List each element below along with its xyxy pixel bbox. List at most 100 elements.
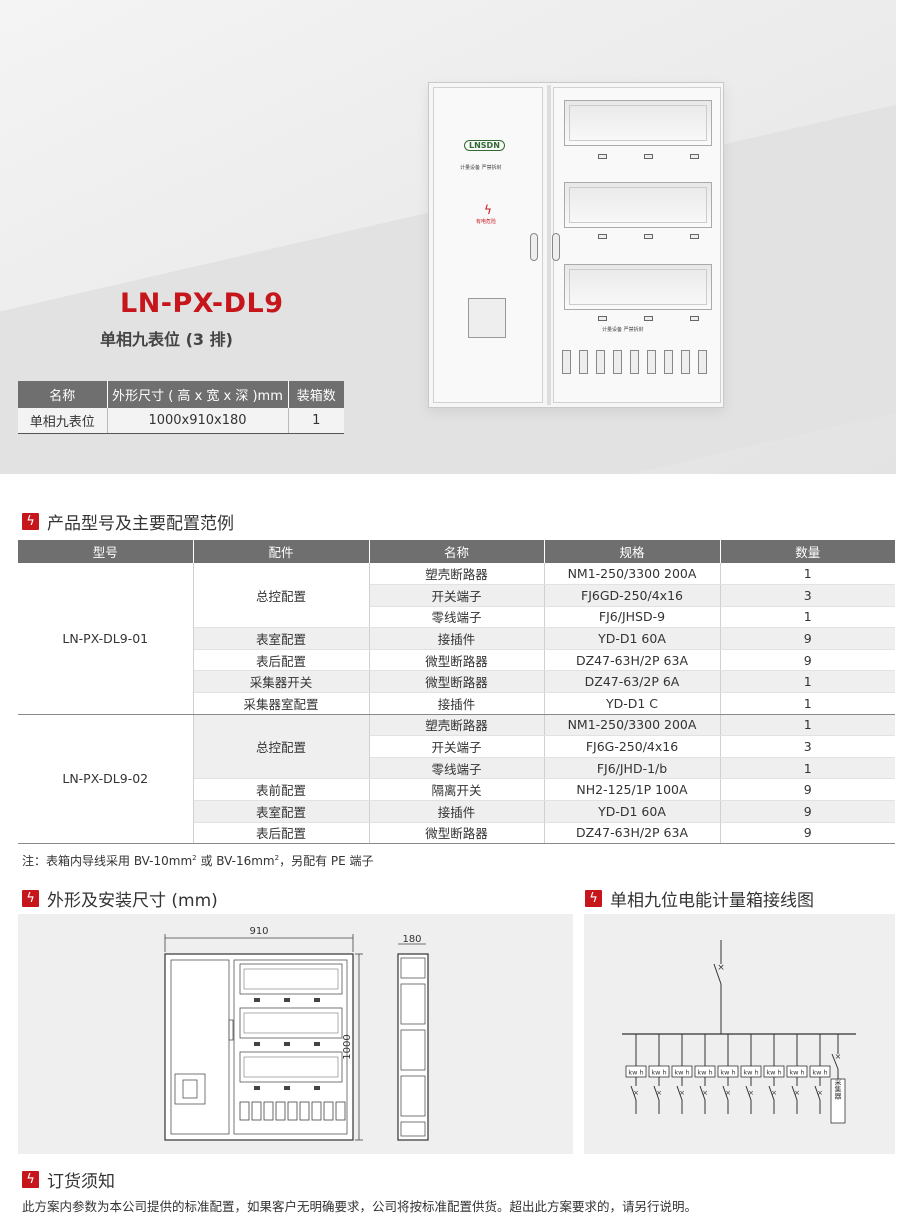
config-name-cell: 接插件 [369,627,545,650]
dim-width-label: 910 [249,926,268,937]
config-qty-cell: 9 [720,627,895,650]
config-qty-cell: 1 [720,563,895,586]
svg-text:×: × [725,1089,731,1097]
config-name-cell: 微型断路器 [369,822,545,845]
cabinet-logo: LNSDN [464,140,505,151]
breaker-switch [613,350,622,374]
cabinet-divider [547,85,551,405]
spec-row: 单相九表位 1000x910x180 1 [18,408,344,434]
svg-text:×: × [817,1089,823,1097]
bolt-icon: ϟ [22,890,39,907]
config-name-cell: 塑壳断路器 [369,563,545,586]
config-spec-cell: YD-D1 60A [544,800,721,823]
config-name-cell: 微型断路器 [369,649,545,672]
config-qty-cell: 9 [720,822,895,845]
config-name-cell: 接插件 [369,692,545,715]
config-header-part: 配件 [193,540,370,563]
seal-lock [598,316,607,321]
config-spec-cell: NH2-125/1P 100A [544,778,721,802]
dim-height-label: 1000 [342,1034,353,1059]
config-qty-cell: 9 [720,778,895,802]
config-spec-cell: FJ6/JHSD-9 [544,606,721,629]
dims-drawing: 910 1000 180 [164,926,429,1141]
dims-section-header: ϟ 外形及安装尺寸 (mm) [22,886,218,911]
config-header-name: 名称 [369,540,545,563]
config-name-cell: 隔离开关 [369,778,545,802]
config-part-cell: 表室配置 [193,800,370,823]
config-qty-cell: 1 [720,714,895,737]
config-name-cell: 开关端子 [369,584,545,607]
config-qty-cell: 3 [720,584,895,607]
breaker-switch [664,350,673,374]
config-model-cell: LN-PX-DL9-01 [18,563,194,715]
kwh-meter-label: kw h [651,1069,666,1077]
config-spec-cell: NM1-250/3300 200A [544,563,721,586]
kwh-meter-label: kw h [743,1069,758,1077]
kwh-meter-label: kw h [697,1069,712,1077]
config-header-spec: 规格 [544,540,721,563]
door-handle [530,233,538,261]
config-spec-cell: DZ47-63/2P 6A [544,670,721,694]
kwh-meter-label: kw h [789,1069,804,1077]
config-model-cell: LN-PX-DL9-02 [18,714,194,845]
breaker-switch [579,350,588,374]
config-header-model: 型号 [18,540,194,563]
seal-lock [644,316,653,321]
cabinet-door-window [468,298,506,338]
order-section-title: 订货须知 [47,1172,115,1192]
bolt-icon: ϟ [22,513,39,530]
svg-text:×: × [835,1052,842,1061]
svg-text:×: × [794,1089,800,1097]
config-name-cell: 零线端子 [369,757,545,780]
order-section-header: ϟ 订货须知 [22,1167,115,1192]
config-part-cell: 采集器开关 [193,670,370,694]
spec-header-qty: 装箱数 [288,381,344,408]
breaker-switch [562,350,571,374]
dim-depth-label: 180 [402,934,421,945]
config-name-cell: 塑壳断路器 [369,714,545,737]
config-part-cell: 总控配置 [193,714,370,780]
config-qty-cell: 3 [720,735,895,758]
spec-header-name: 名称 [18,381,108,408]
product-name: 单相九表位 (3 排) [100,330,233,349]
config-header-qty: 数量 [720,540,895,563]
config-qty-cell: 1 [720,692,895,715]
kwh-meter-label: kw h [766,1069,781,1077]
svg-text:×: × [771,1089,777,1097]
config-spec-cell: FJ6/JHD-1/b [544,757,721,780]
cabinet-main-panel: 计量设备 严禁拆封 [552,87,721,403]
config-section-header: ϟ 产品型号及主要配置范例 [22,509,234,534]
config-name-cell: 接插件 [369,800,545,823]
config-part-cell: 表后配置 [193,822,370,845]
collector-box [830,1078,846,1124]
config-part-cell: 采集器室配置 [193,692,370,715]
spec-cell-name: 单相九表位 [18,408,108,434]
svg-text:×: × [656,1089,662,1097]
cabinet-left-door: LNSDN 计量设备 严禁拆封 ϟ 有电危险 [433,87,543,403]
note-suffix: ，另配有 PE 端子 [279,854,374,868]
cabinet-seal-text: 计量设备 严禁拆封 [602,327,644,333]
svg-text:×: × [748,1089,754,1097]
wiring-diagram: × kw h×kw h×kw h×kw h×kw h×kw h×kw h×kw … [622,940,856,1124]
cabinet-seal-text: 计量设备 严禁拆封 [460,165,502,171]
config-name-cell: 微型断路器 [369,670,545,694]
svg-text:×: × [633,1089,639,1097]
note-sup-1: 2 [192,854,197,862]
spec-cell-qty: 1 [288,408,344,434]
config-spec-cell: FJ6G-250/4x16 [544,735,721,758]
config-spec-cell: DZ47-63H/2P 63A [544,649,721,672]
seal-lock [598,234,607,239]
config-part-cell: 表室配置 [193,627,370,650]
config-spec-cell: YD-D1 60A [544,627,721,650]
kwh-meter-label: kw h [812,1069,827,1077]
spec-table: 名称 外形尺寸 ( 高 x 宽 x 深 )mm 装箱数 单相九表位 1000x9… [18,381,344,434]
